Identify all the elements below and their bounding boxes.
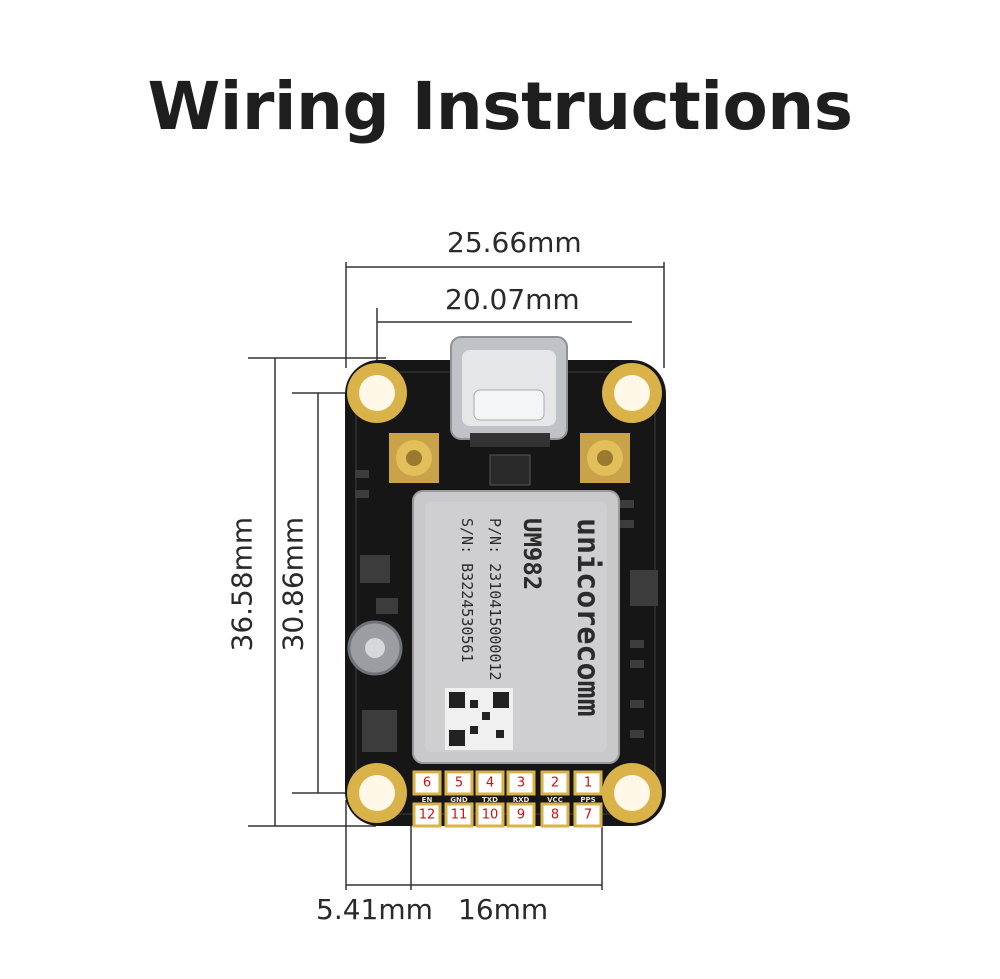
antenna-connectors [389,433,630,483]
pin-label-3: RXD [513,796,530,804]
pin-pad-9 [506,802,536,828]
dim-overall-width: 25.66mm [447,226,582,259]
pin-pad-10 [475,802,505,828]
page-title: Wiring Instructions [147,68,853,145]
module-pn: P/N: 2310415000012 [486,518,504,681]
dimension-lines [248,262,665,890]
pin-label-5: GND [450,796,468,804]
pin-number-9: 9 [517,808,525,823]
pin-pad-4 [475,770,505,796]
pin-pad-8 [540,802,570,828]
pin-pad-1 [573,770,603,796]
mounting-holes [347,363,662,823]
pin-pad-2 [540,770,570,796]
pin-number-3: 3 [517,776,525,791]
dim-pin-offset: 5.41mm [316,893,433,926]
gnss-module: unicorecomm UM982 P/N: 2310415000012 S/N… [412,490,620,764]
dim-hole-width: 20.07mm [445,283,580,316]
pin-number-10: 10 [482,808,499,823]
pin-pad-12 [412,802,442,828]
pin-number-8: 8 [551,808,559,823]
pin-number-5: 5 [455,776,463,791]
ic-chip [489,454,531,486]
pin-pad-3 [506,770,536,796]
module-sn: S/N: B3224530561 [458,518,476,663]
pin-number-2: 2 [551,776,559,791]
pin-pad-6 [412,770,442,796]
usb-c-connector [450,336,568,447]
qr-code [445,688,513,750]
pin-number-6: 6 [423,776,431,791]
dim-pin-span: 16mm [458,893,549,926]
pin-label-1: PPS [580,796,595,804]
smd-components [355,470,658,752]
pin-pad-7 [573,802,603,828]
pin-number-12: 12 [419,808,436,823]
pin-number-4: 4 [486,776,494,791]
pin-pad-5 [444,770,474,796]
pin-label-2: VCC [547,796,563,804]
pin-pad-11 [444,802,474,828]
pin-label-4: TXD [482,796,498,804]
module-model: UM982 [518,518,546,590]
module-brand: unicorecomm [570,518,605,717]
pin-number-7: 7 [584,808,592,823]
pin-number-11: 11 [451,808,468,823]
pin-label-6: EN [422,796,433,804]
pin-number-1: 1 [584,776,592,791]
